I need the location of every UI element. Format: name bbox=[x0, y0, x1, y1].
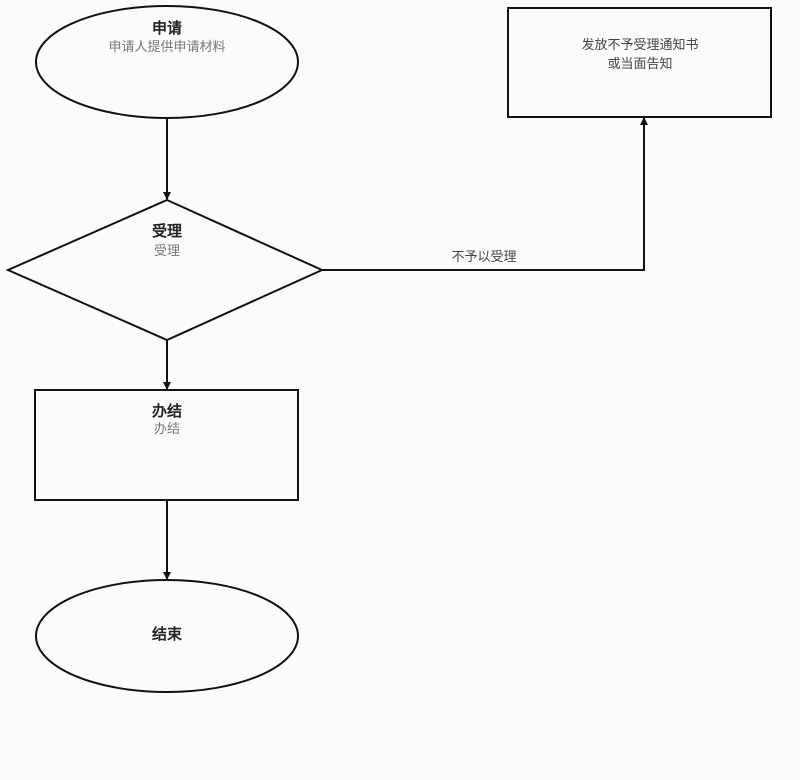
conclude-title: 办结 bbox=[151, 402, 183, 420]
accept-title: 受理 bbox=[151, 222, 183, 240]
end-title: 结束 bbox=[151, 625, 183, 643]
reject-edge-label: 不予以受理 bbox=[451, 250, 517, 265]
apply-subtitle: 申请人提供申请材料 bbox=[108, 40, 226, 55]
accept-subtitle: 受理 bbox=[153, 244, 181, 259]
apply-title: 申请 bbox=[151, 19, 183, 37]
reject-line-1: 发放不予受理通知书 bbox=[581, 38, 699, 53]
accept-decision-shape bbox=[5, 198, 325, 342]
conclude-subtitle: 办结 bbox=[153, 422, 181, 437]
arrow-accept-to-reject bbox=[322, 117, 648, 271]
reject-line-2: 或当面告知 bbox=[607, 57, 673, 72]
end-node-shape bbox=[35, 579, 299, 693]
reject-node-shape bbox=[507, 7, 772, 118]
